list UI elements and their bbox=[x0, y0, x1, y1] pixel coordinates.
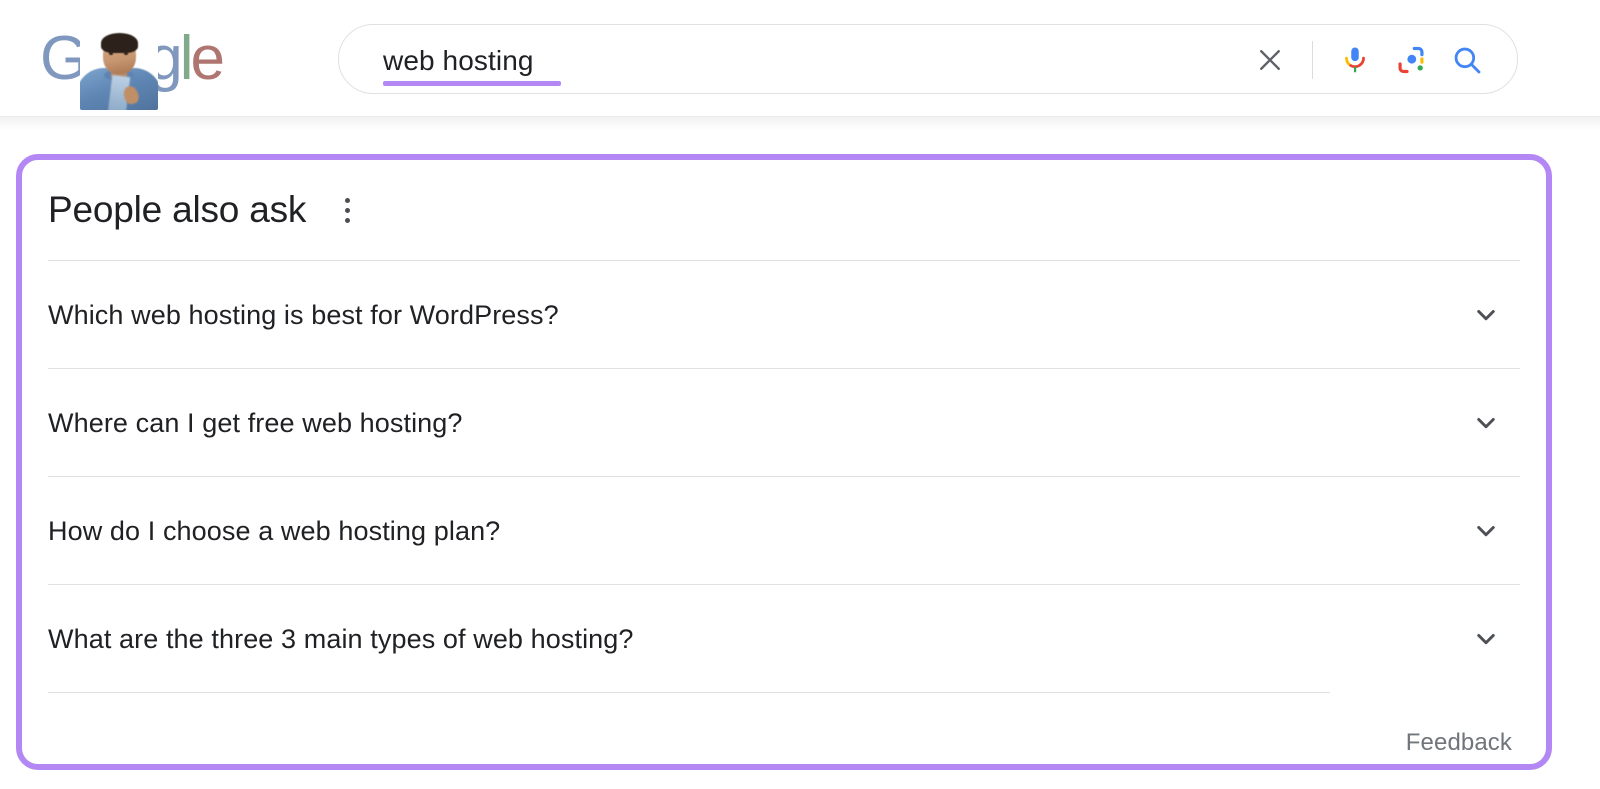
question-list: Which web hosting is best for WordPress?… bbox=[48, 260, 1520, 692]
header-shadow bbox=[0, 117, 1600, 131]
chevron-down-icon[interactable] bbox=[1464, 293, 1508, 337]
google-doodle-logo[interactable]: Google bbox=[40, 22, 245, 110]
microphone-icon[interactable] bbox=[1327, 32, 1383, 88]
feedback-link[interactable]: Feedback bbox=[1389, 728, 1512, 757]
list-item[interactable]: Which web hosting is best for WordPress? bbox=[48, 260, 1520, 368]
chevron-down-icon[interactable] bbox=[1464, 401, 1508, 445]
logo-letter-e: e bbox=[190, 24, 225, 93]
list-item[interactable]: How do I choose a web hosting plan? bbox=[48, 476, 1520, 584]
logo-letter-g1: G bbox=[40, 24, 88, 93]
chevron-down-icon[interactable] bbox=[1464, 509, 1508, 553]
search-submit-icon[interactable] bbox=[1439, 32, 1495, 88]
question-text: Where can I get free web hosting? bbox=[48, 407, 463, 438]
search-input[interactable]: web hosting bbox=[383, 41, 534, 81]
search-term-highlight bbox=[383, 81, 561, 86]
question-text: What are the three 3 main types of web h… bbox=[48, 623, 634, 654]
doodle-portrait-image bbox=[80, 28, 158, 110]
search-bar[interactable]: web hosting bbox=[338, 24, 1518, 94]
clear-icon[interactable] bbox=[1242, 32, 1298, 88]
page-title: People also ask bbox=[48, 189, 307, 230]
search-header: Google web hosting bbox=[0, 0, 1600, 117]
list-item[interactable]: What are the three 3 main types of web h… bbox=[48, 584, 1520, 692]
list-item[interactable]: Where can I get free web hosting? bbox=[48, 368, 1520, 476]
logo-letter-l: l bbox=[179, 24, 194, 93]
people-also-ask-header: People also ask bbox=[48, 160, 1520, 260]
people-also-ask-card: People also ask Which web hosting is bes… bbox=[16, 154, 1552, 770]
question-text: How do I choose a web hosting plan? bbox=[48, 515, 501, 546]
question-text: Which web hosting is best for WordPress? bbox=[48, 299, 559, 330]
more-options-icon[interactable] bbox=[334, 190, 360, 230]
search-actions bbox=[1242, 25, 1495, 95]
search-input-value: web hosting bbox=[383, 45, 534, 76]
people-also-ask-footer: Feedback bbox=[48, 692, 1520, 768]
footer-rule-mask bbox=[1330, 692, 1520, 695]
chevron-down-icon[interactable] bbox=[1464, 617, 1508, 661]
search-actions-divider bbox=[1312, 41, 1313, 79]
lens-icon[interactable] bbox=[1383, 32, 1439, 88]
